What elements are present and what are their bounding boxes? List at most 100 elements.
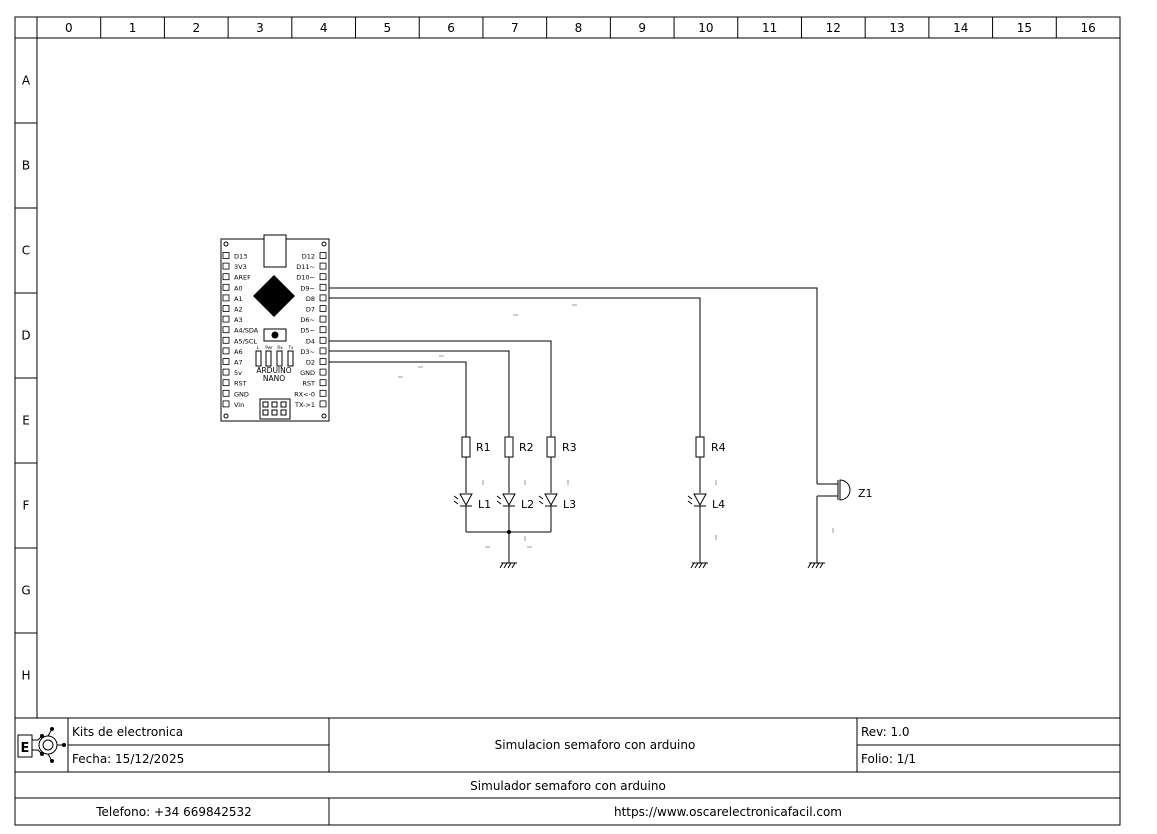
- pin-pad-icon: [319, 358, 327, 365]
- wire-d4-r3: [329, 340, 552, 437]
- pin-pad-icon: [319, 389, 327, 397]
- pin-pad-icon: [319, 368, 327, 376]
- pin-pad-icon: [222, 283, 230, 291]
- title-block: E Kits de electronica Fecha: 15/12/2025 …: [15, 718, 1120, 825]
- pin-pad-icon: [319, 326, 327, 334]
- icsp-pin-icon: [280, 401, 287, 408]
- ground-symbols: [499, 562, 825, 569]
- mount-hole-icon: [321, 413, 327, 419]
- led-tx-indicator: [287, 350, 294, 367]
- left-pin-label: 3V3: [234, 263, 247, 271]
- row-label: E: [22, 414, 30, 428]
- left-pin-label: A6: [234, 348, 243, 356]
- right-pin-label: RST: [302, 380, 315, 388]
- led-label: L2: [521, 498, 534, 511]
- resistor-label: R1: [476, 441, 491, 454]
- resistor-r3: R3: [546, 436, 577, 458]
- left-pin-label: A1: [234, 295, 243, 303]
- pin-pad-icon: [319, 283, 327, 291]
- resistor-r2: R2: [504, 436, 534, 458]
- left-pin-label: A4/SDA: [234, 327, 259, 335]
- row-label: A: [22, 74, 31, 88]
- led-l2: L2: [496, 493, 534, 511]
- left-pin-label: A0: [234, 284, 243, 292]
- reset-button-icon: [271, 331, 279, 339]
- pin-pad-icon: [222, 315, 230, 323]
- right-pin-label: D6~: [300, 316, 315, 324]
- column-label: 16: [1081, 21, 1096, 35]
- resistor-icon: [695, 436, 705, 458]
- pin-pad-icon: [319, 400, 327, 408]
- pin-pad-icon: [222, 273, 230, 281]
- column-label: 11: [762, 21, 777, 35]
- icsp-pin-icon: [271, 409, 278, 416]
- right-pin-label: TX->1: [294, 401, 315, 409]
- arduino-nano: L Pwr Rx Tx ARDUINO NANO D133V3AREFA0A1A…: [220, 234, 330, 422]
- row-label: D: [21, 329, 30, 343]
- led-icon: [687, 493, 707, 507]
- led-l1: L1: [453, 493, 491, 511]
- pin-pad-icon: [222, 252, 230, 259]
- wire-d9-buzzer: [329, 287, 818, 484]
- column-label: 3: [256, 21, 264, 35]
- revision: Rev: 1.0: [861, 725, 910, 739]
- led-l-indicator: [255, 350, 262, 367]
- icsp-pin-icon: [280, 409, 287, 416]
- resistor-icon: [461, 436, 471, 458]
- project-title: Simulacion semaforo con arduino: [495, 738, 696, 752]
- pin-pad-icon: [222, 400, 230, 408]
- pin-pad-icon: [222, 368, 230, 376]
- column-label: 0: [65, 21, 73, 35]
- pin-pad-icon: [222, 294, 230, 302]
- left-pin-label: A5/SCL: [234, 337, 257, 345]
- outer-frame: [14, 16, 1121, 826]
- pin-pad-icon: [222, 358, 230, 365]
- website-url[interactable]: https://www.oscarelectronicafacil.com: [614, 805, 842, 819]
- led-icon: [538, 493, 558, 507]
- led-l3: L3: [538, 493, 576, 511]
- led-label: L4: [712, 498, 725, 511]
- column-label: 7: [511, 21, 519, 35]
- row-label: B: [22, 159, 30, 173]
- led-label: Tx: [288, 345, 294, 350]
- pin-pad-icon: [222, 347, 230, 355]
- led-label: Pwr: [265, 345, 273, 350]
- wire-d2-r1: [329, 361, 467, 437]
- column-label: 14: [953, 21, 968, 35]
- buzzer-icon: [817, 479, 851, 501]
- column-label: 6: [447, 21, 455, 35]
- right-pin-label: D8: [306, 295, 315, 303]
- pin-pad-icon: [222, 336, 230, 344]
- left-pin-label: 5v: [234, 369, 242, 377]
- pin-pad-icon: [319, 315, 327, 323]
- junction-dot: [507, 530, 511, 534]
- mount-hole-icon: [223, 241, 229, 247]
- pin-pad-icon: [319, 379, 327, 387]
- column-label: 1: [129, 21, 137, 35]
- right-pin-label: RX<-0: [294, 390, 315, 398]
- icsp-pin-icon: [271, 401, 278, 408]
- project-description: Simulador semaforo con arduino: [470, 779, 666, 793]
- pin-pad-icon: [319, 262, 327, 270]
- left-pin-label: RST: [234, 380, 247, 388]
- led-icon: [496, 493, 516, 507]
- resistor-icon: [546, 436, 556, 458]
- icsp-header-outline: [259, 398, 291, 420]
- column-label: 12: [826, 21, 841, 35]
- right-pin-label: D10~: [296, 274, 315, 282]
- left-pin-label: D13: [234, 253, 247, 261]
- left-pin-label: Vin: [234, 401, 244, 409]
- ground-icon: [807, 562, 825, 569]
- led-rx-indicator: [276, 350, 283, 367]
- wire-markers: [398, 304, 834, 548]
- ground-icon: [690, 562, 708, 569]
- right-pin-label: D2: [306, 359, 315, 367]
- resistor-r4: R4: [695, 436, 726, 458]
- right-pin-label: D4: [306, 337, 315, 345]
- row-label: G: [21, 584, 30, 598]
- sheet-number: Folio: 1/1: [861, 752, 916, 766]
- led-label: L3: [563, 498, 576, 511]
